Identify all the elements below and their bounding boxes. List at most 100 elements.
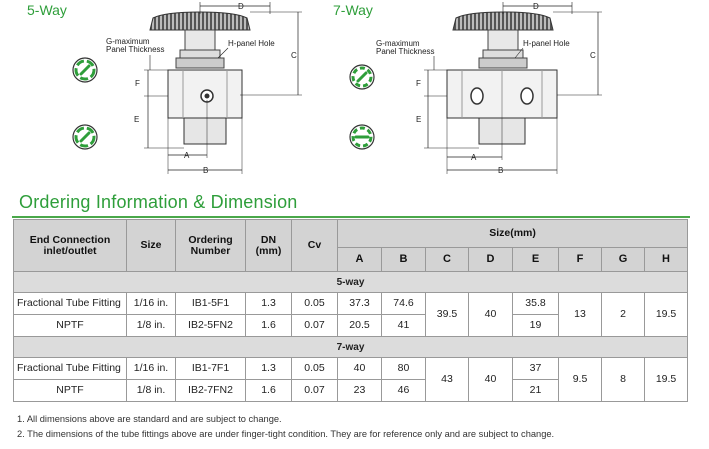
- diagram-area: 5-Way 7-Way: [0, 0, 709, 190]
- cell-dn: 1.3: [245, 357, 292, 380]
- seven-way-title: 7-Way: [333, 2, 373, 18]
- cell-e: 35.8: [512, 292, 559, 315]
- section-7way: 7-way: [12, 336, 689, 358]
- cell-h: 19.5: [643, 357, 689, 402]
- seven-way-dim-d: D: [533, 2, 539, 11]
- five-way-knob: [149, 11, 251, 31]
- cell-c: 39.5: [425, 292, 469, 337]
- section-5way: 5-way: [12, 271, 689, 293]
- cell-g: 8: [601, 357, 645, 402]
- ordering-heading: Ordering Information & Dimension: [19, 192, 298, 212]
- five-way-dim-d: D: [238, 2, 244, 11]
- cell-f: 9.5: [558, 357, 602, 402]
- five-way-dim-e: E: [134, 115, 139, 124]
- header-col-h: H: [643, 247, 689, 272]
- footnote-1: 1. All dimensions above are standard and…: [17, 414, 282, 424]
- five-way-dim-f: F: [135, 79, 140, 88]
- cell-b: 46: [381, 379, 426, 402]
- cell-connection: NPTF: [13, 314, 127, 337]
- cell-connection: Fractional Tube Fitting: [13, 357, 127, 380]
- cell-ordering-number: IB2-5FN2: [175, 314, 246, 337]
- seven-way-drawing: D C F E A B G-maximum Panel Thickness: [349, 2, 602, 175]
- cell-e: 19: [512, 314, 559, 337]
- five-way-dim-b: B: [203, 166, 208, 175]
- cell-connection: NPTF: [13, 379, 127, 402]
- table-row: NPTF 1/8 in. IB2-7FN2 1.6 0.07 23 46 21: [13, 379, 688, 402]
- cell-size: 1/8 in.: [126, 314, 176, 337]
- header-col-g: G: [601, 247, 645, 272]
- seven-way-dim-b: B: [498, 166, 503, 175]
- cell-e: 21: [512, 379, 559, 402]
- header-col-c: C: [425, 247, 469, 272]
- five-way-stem: [184, 29, 216, 53]
- header-dn: DN(mm): [245, 219, 292, 272]
- cell-cv: 0.07: [291, 314, 338, 337]
- seven-way-dim-a: A: [471, 153, 477, 162]
- seven-way-stem: [487, 29, 519, 53]
- seven-way-dim-e: E: [416, 115, 421, 124]
- header-col-f: F: [558, 247, 602, 272]
- cell-c: 43: [425, 357, 469, 402]
- seven-way-port-icon-top: [349, 64, 375, 90]
- table-row: Fractional Tube Fitting 1/16 in. IB1-5F1…: [13, 292, 689, 337]
- header-col-a: A: [337, 247, 382, 272]
- cell-dn: 1.6: [245, 314, 292, 337]
- five-way-dim-a: A: [184, 151, 190, 160]
- cell-cv: 0.05: [291, 357, 338, 380]
- header-size-mm: Size(mm): [336, 219, 689, 248]
- five-way-label-g: G-maximum: [106, 37, 150, 46]
- cell-b: 80: [381, 357, 426, 380]
- heading-rule: [12, 216, 690, 218]
- cell-a: 37.3: [337, 292, 382, 315]
- valve-diagrams: D C F E A B G-maximum Panel Thickness: [72, 2, 602, 175]
- cell-a: 23: [337, 379, 382, 402]
- five-way-dim-c: C: [291, 51, 297, 60]
- seven-way-label-g: G-maximum: [376, 39, 420, 48]
- cell-h: 19.5: [643, 292, 689, 337]
- cell-cv: 0.07: [291, 379, 338, 402]
- seven-way-knob: [452, 11, 554, 31]
- five-way-drawing: D C F E A B G-maximum Panel Thickness: [72, 2, 302, 175]
- cell-g: 2: [601, 292, 645, 337]
- five-way-label-g2: Panel Thickness: [106, 45, 165, 54]
- header-size: Size: [126, 219, 176, 272]
- five-way-title: 5-Way: [27, 2, 67, 18]
- cell-ordering-number: IB1-7F1: [175, 357, 246, 380]
- cell-e: 37: [512, 357, 559, 380]
- seven-way-port-left: [470, 87, 484, 105]
- seven-way-port-right: [520, 87, 534, 105]
- cell-cv: 0.05: [291, 292, 338, 315]
- table-row: Fractional Tube Fitting 1/16 in. IB1-7F1…: [13, 357, 689, 402]
- cell-dn: 1.6: [245, 379, 292, 402]
- five-way-port-icon-top: [72, 57, 98, 83]
- header-col-e: E: [512, 247, 559, 272]
- five-way-label-h: H-panel Hole: [228, 39, 275, 48]
- cell-size: 1/16 in.: [126, 292, 176, 315]
- cell-d: 40: [468, 357, 513, 402]
- cell-d: 40: [468, 292, 513, 337]
- cell-ordering-number: IB2-7FN2: [175, 379, 246, 402]
- header-col-b: B: [381, 247, 426, 272]
- header-cv: Cv: [291, 219, 338, 272]
- cell-ordering-number: IB1-5F1: [175, 292, 246, 315]
- five-way-port-icon-bottom: [72, 124, 98, 150]
- header-col-d: D: [468, 247, 513, 272]
- cell-b: 74.6: [381, 292, 426, 315]
- cell-connection: Fractional Tube Fitting: [13, 292, 127, 315]
- cell-size: 1/8 in.: [126, 379, 176, 402]
- footnotes: 1. All dimensions above are standard and…: [17, 412, 554, 442]
- seven-way-label-g2: Panel Thickness: [376, 47, 435, 56]
- cell-dn: 1.3: [245, 292, 292, 315]
- cell-b: 41: [381, 314, 426, 337]
- footnote-2: 2. The dimensions of the tube fittings a…: [17, 429, 555, 439]
- seven-way-label-h: H-panel Hole: [523, 39, 570, 48]
- cell-size: 1/16 in.: [126, 357, 176, 380]
- seven-way-port-icon-bottom: [349, 124, 375, 150]
- cell-a: 40: [337, 357, 382, 380]
- cell-a: 20.5: [337, 314, 382, 337]
- seven-way-dim-c: C: [590, 51, 596, 60]
- cell-f: 13: [558, 292, 602, 337]
